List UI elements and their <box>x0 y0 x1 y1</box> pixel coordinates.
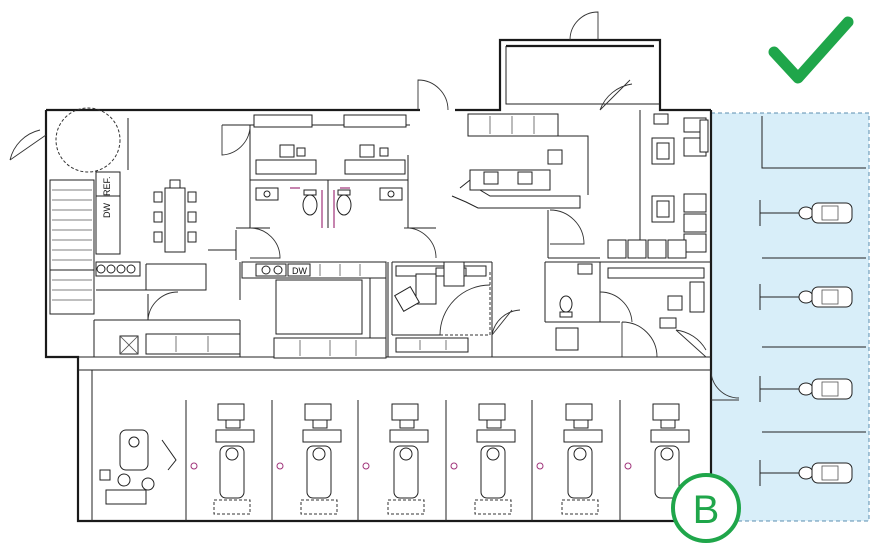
dental-chair-icon <box>119 429 149 471</box>
vestibule-doors <box>9 11 633 161</box>
highlighted-operatory-area <box>710 112 870 522</box>
lab-station <box>91 370 177 521</box>
kitchen-lab <box>239 261 389 359</box>
chair-2 <box>759 284 853 310</box>
restroom-block <box>221 114 437 259</box>
chair-3 <box>759 376 853 402</box>
operatory-1 <box>190 403 255 515</box>
private-office <box>544 261 711 358</box>
operatory-4 <box>450 403 516 515</box>
chair-4 <box>759 460 853 486</box>
highlighted-operatories <box>759 116 866 486</box>
dishwasher-label: DW <box>102 203 112 218</box>
toilet-icon <box>302 194 318 216</box>
operatory-2 <box>276 403 342 515</box>
refrigerator-label: REF. <box>102 176 112 196</box>
chair-1 <box>759 200 853 226</box>
operatories <box>185 369 740 521</box>
kitchen-dishwasher-label: DW <box>292 266 307 276</box>
office-room <box>391 261 521 357</box>
option-badge-letter: B <box>693 488 720 532</box>
operatory-3 <box>362 403 429 515</box>
operatory-5 <box>536 403 603 515</box>
operatory-6 <box>624 403 690 499</box>
option-badge-circle <box>671 473 741 543</box>
reception-area <box>451 110 709 259</box>
staff-room <box>49 107 711 371</box>
checkmark-icon <box>768 16 854 84</box>
